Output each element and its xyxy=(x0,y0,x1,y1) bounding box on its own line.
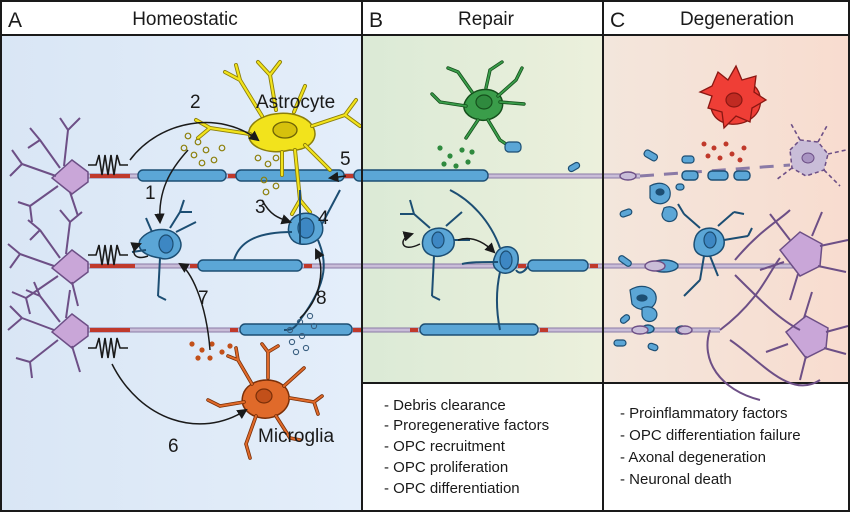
repair-debris xyxy=(567,161,581,173)
action-potentials xyxy=(88,154,128,359)
repair-list-item: - Debris clearance xyxy=(384,397,506,414)
degeneration-list-item: - Axonal degeneration xyxy=(620,449,766,466)
panel-b-title: Repair xyxy=(458,9,515,30)
panel-a-title: Homeostatic xyxy=(132,9,238,30)
repair-list: - Debris clearance - Proregenerative fac… xyxy=(384,397,549,497)
degeneration-list-item: - OPC differentiation failure xyxy=(620,427,801,444)
microglia-secretions xyxy=(189,312,318,361)
degenerating-opc xyxy=(677,203,753,297)
repair-secretions xyxy=(437,145,475,169)
repair-oligodendrocyte xyxy=(449,189,529,331)
activated-microglia xyxy=(698,64,768,130)
proinflammatory-secretions xyxy=(701,141,747,163)
repair-list-item: - Proregenerative factors xyxy=(384,417,549,434)
repair-list-item: - OPC recruitment xyxy=(384,438,506,455)
repair-list-item: - OPC proliferation xyxy=(384,459,508,476)
neuron-degenerating-2 xyxy=(765,291,849,381)
step-2: 2 xyxy=(190,92,201,113)
repair-opc xyxy=(400,199,470,301)
degeneration-list-item: - Neuronal death xyxy=(620,471,732,488)
step-4: 4 xyxy=(318,208,329,229)
step-1: 1 xyxy=(145,183,156,204)
astrocyte-secretions xyxy=(180,132,280,196)
neuron-2 xyxy=(7,209,89,315)
degeneration-list: - Proinflammatory factors - OPC differen… xyxy=(620,405,801,488)
degeneration-list-item: - Proinflammatory factors xyxy=(620,405,788,422)
opc-homeostatic xyxy=(131,199,197,301)
astrocyte-label: Astrocyte xyxy=(256,92,335,113)
step-7: 7 xyxy=(198,288,209,309)
neuron-1 xyxy=(9,117,89,223)
panel-b-letter: B xyxy=(369,9,383,32)
step-3: 3 xyxy=(255,197,266,218)
neurons xyxy=(7,117,849,401)
panel-c-title: Degeneration xyxy=(680,9,794,30)
panel-c-letter: C xyxy=(610,9,625,32)
dying-cell xyxy=(775,121,847,187)
panel-a-letter: A xyxy=(8,9,22,32)
step-6: 6 xyxy=(168,436,179,457)
microglia-label: Microglia xyxy=(258,426,334,447)
interaction-arrows xyxy=(111,121,347,425)
repair-list-item: - OPC differentiation xyxy=(384,480,520,497)
neuron-3 xyxy=(7,281,89,379)
degeneration-list-box xyxy=(602,382,850,512)
step-5: 5 xyxy=(340,149,351,170)
panel-homeostatic-bg xyxy=(1,1,362,511)
repair-microglia xyxy=(430,60,526,153)
microglia xyxy=(206,342,324,460)
axon-swellings xyxy=(619,171,693,335)
myelin-debris xyxy=(613,149,695,352)
step-8: 8 xyxy=(316,288,327,309)
astrocyte xyxy=(194,60,362,216)
repair-arrows xyxy=(402,231,496,254)
neuron-degenerating-1 xyxy=(759,211,849,301)
